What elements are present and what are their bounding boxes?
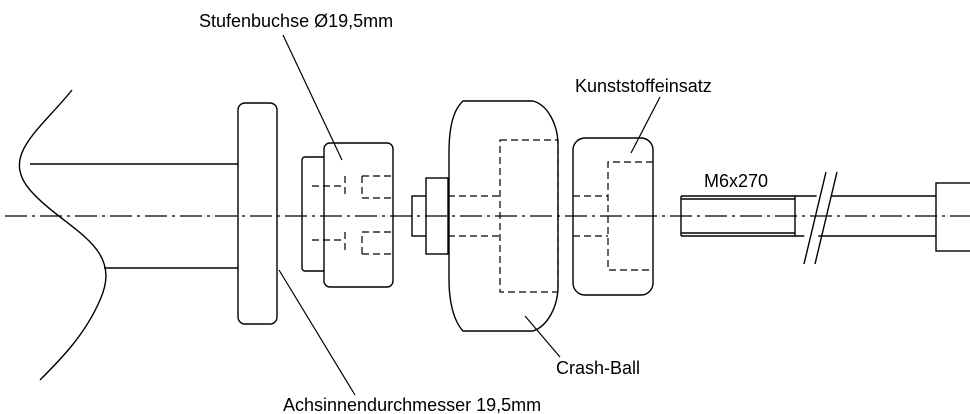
label-stufenbuchse: Stufenbuchse Ø19,5mm xyxy=(199,11,393,31)
label-thread: M6x270 xyxy=(704,171,768,191)
leader-stufenbuchse xyxy=(282,34,343,161)
leader-kunststoffeinsatz xyxy=(630,96,661,154)
stepped-bushing xyxy=(301,142,394,288)
rod-end-block xyxy=(935,182,970,252)
axle xyxy=(18,89,238,381)
label-crash-ball: Crash-Ball xyxy=(556,358,640,378)
bushing-step xyxy=(301,156,327,272)
label-achsinnen: Achsinnendurchmesser 19,5mm xyxy=(283,395,541,414)
break-gap xyxy=(800,185,834,250)
label-kunststoffeinsatz: Kunststoffeinsatz xyxy=(575,76,712,96)
leader-crash-ball xyxy=(524,315,561,358)
bushing-body xyxy=(323,142,394,288)
leader-achsinnen xyxy=(278,269,356,396)
break-line-2 xyxy=(814,171,838,265)
axle-break-curve xyxy=(18,89,107,381)
break-line-1 xyxy=(803,171,827,265)
axle-flange xyxy=(237,102,278,325)
